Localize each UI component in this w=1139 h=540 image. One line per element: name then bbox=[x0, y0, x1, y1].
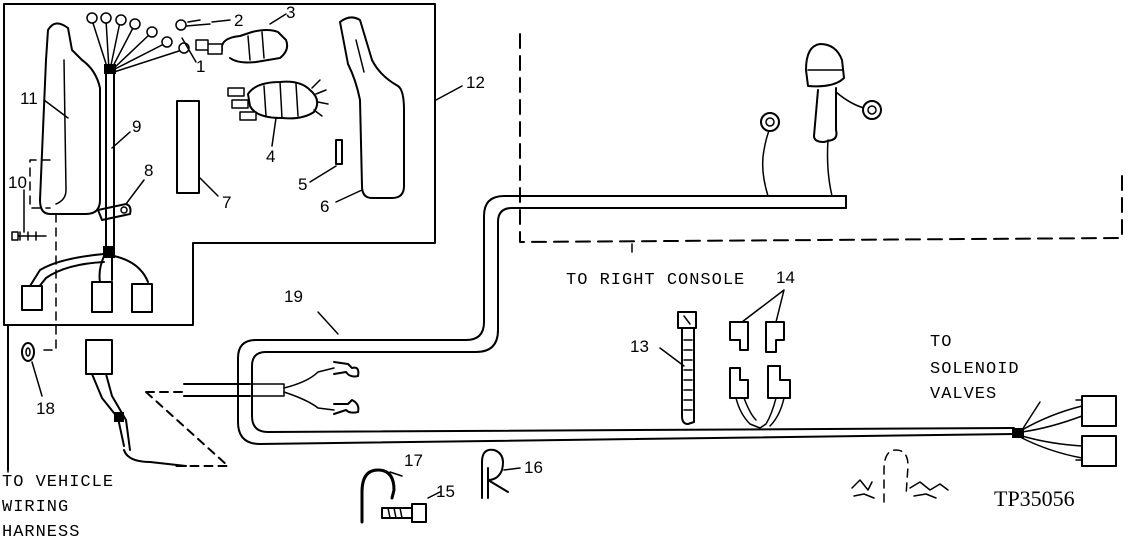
label-vehicle-line1: TO VEHICLE bbox=[2, 473, 114, 492]
callout-11: 11 bbox=[20, 89, 38, 108]
main-harness-cable-inner bbox=[251, 207, 1015, 433]
label-vehicle-line2: WIRING bbox=[2, 498, 69, 517]
callout-2: 2 bbox=[234, 11, 243, 30]
callout-12: 12 bbox=[466, 73, 485, 92]
right-console-branch bbox=[760, 43, 882, 197]
figure-reference-number: TP35056 bbox=[994, 486, 1075, 511]
extra-wires-scribble bbox=[851, 449, 949, 503]
left-trim-inner-edge bbox=[55, 59, 67, 205]
wire-bundle-main bbox=[105, 71, 115, 249]
small-screw-2 bbox=[175, 19, 211, 31]
dashed-bracket bbox=[29, 159, 57, 351]
callout-1: 1 bbox=[196, 57, 205, 76]
right-trim-piece bbox=[339, 16, 405, 199]
callout-15: 15 bbox=[436, 482, 455, 501]
connector-clips bbox=[729, 321, 791, 429]
pin-5 bbox=[335, 139, 343, 165]
callout-5: 5 bbox=[298, 175, 307, 194]
callout-leaders bbox=[7, 13, 1041, 499]
callout-9: 9 bbox=[132, 117, 141, 136]
callout-6: 6 bbox=[320, 197, 329, 216]
main-harness-cable-outer bbox=[237, 195, 1015, 445]
callout-13: 13 bbox=[630, 337, 649, 356]
r-clip-16 bbox=[481, 448, 509, 499]
solenoid-connectors bbox=[1012, 395, 1117, 467]
j-hook-17 bbox=[360, 468, 396, 524]
grommet bbox=[21, 342, 35, 362]
callout-14: 14 bbox=[776, 268, 795, 287]
callout-7: 7 bbox=[222, 193, 231, 212]
label-vehicle-line3: HARNESS bbox=[2, 523, 80, 540]
label-solenoid-line3: VALVES bbox=[930, 385, 997, 404]
y-branch bbox=[183, 361, 360, 415]
cable-tie bbox=[677, 311, 697, 425]
callout-4: 4 bbox=[266, 147, 275, 166]
switch-3 bbox=[195, 29, 289, 64]
callout-10: 10 bbox=[8, 173, 27, 192]
plate-7 bbox=[176, 100, 200, 194]
label-solenoid-line1: TO bbox=[930, 333, 952, 352]
callout-8: 8 bbox=[144, 161, 153, 180]
callout-16: 16 bbox=[524, 458, 543, 477]
lower-connector-branch bbox=[21, 246, 153, 313]
right-trim-inner-edge bbox=[355, 39, 365, 73]
callout-19: 19 bbox=[284, 287, 303, 306]
callout-18: 18 bbox=[36, 399, 55, 418]
screw-10 bbox=[11, 231, 47, 241]
rotary-switch-4 bbox=[227, 79, 329, 121]
left-console-panel bbox=[3, 3, 436, 326]
callout-3: 3 bbox=[286, 3, 295, 22]
vehicle-connector-branch bbox=[85, 339, 229, 467]
ring-terminal-group bbox=[86, 12, 190, 74]
left-trim-piece bbox=[39, 22, 101, 215]
label-to-right-console: TO RIGHT CONSOLE bbox=[566, 271, 745, 290]
callout-17: 17 bbox=[404, 451, 423, 470]
right-console-dashed-outline bbox=[519, 33, 1123, 243]
label-solenoid-line2: SOLENOID bbox=[930, 360, 1020, 379]
bolt-15 bbox=[381, 503, 427, 523]
